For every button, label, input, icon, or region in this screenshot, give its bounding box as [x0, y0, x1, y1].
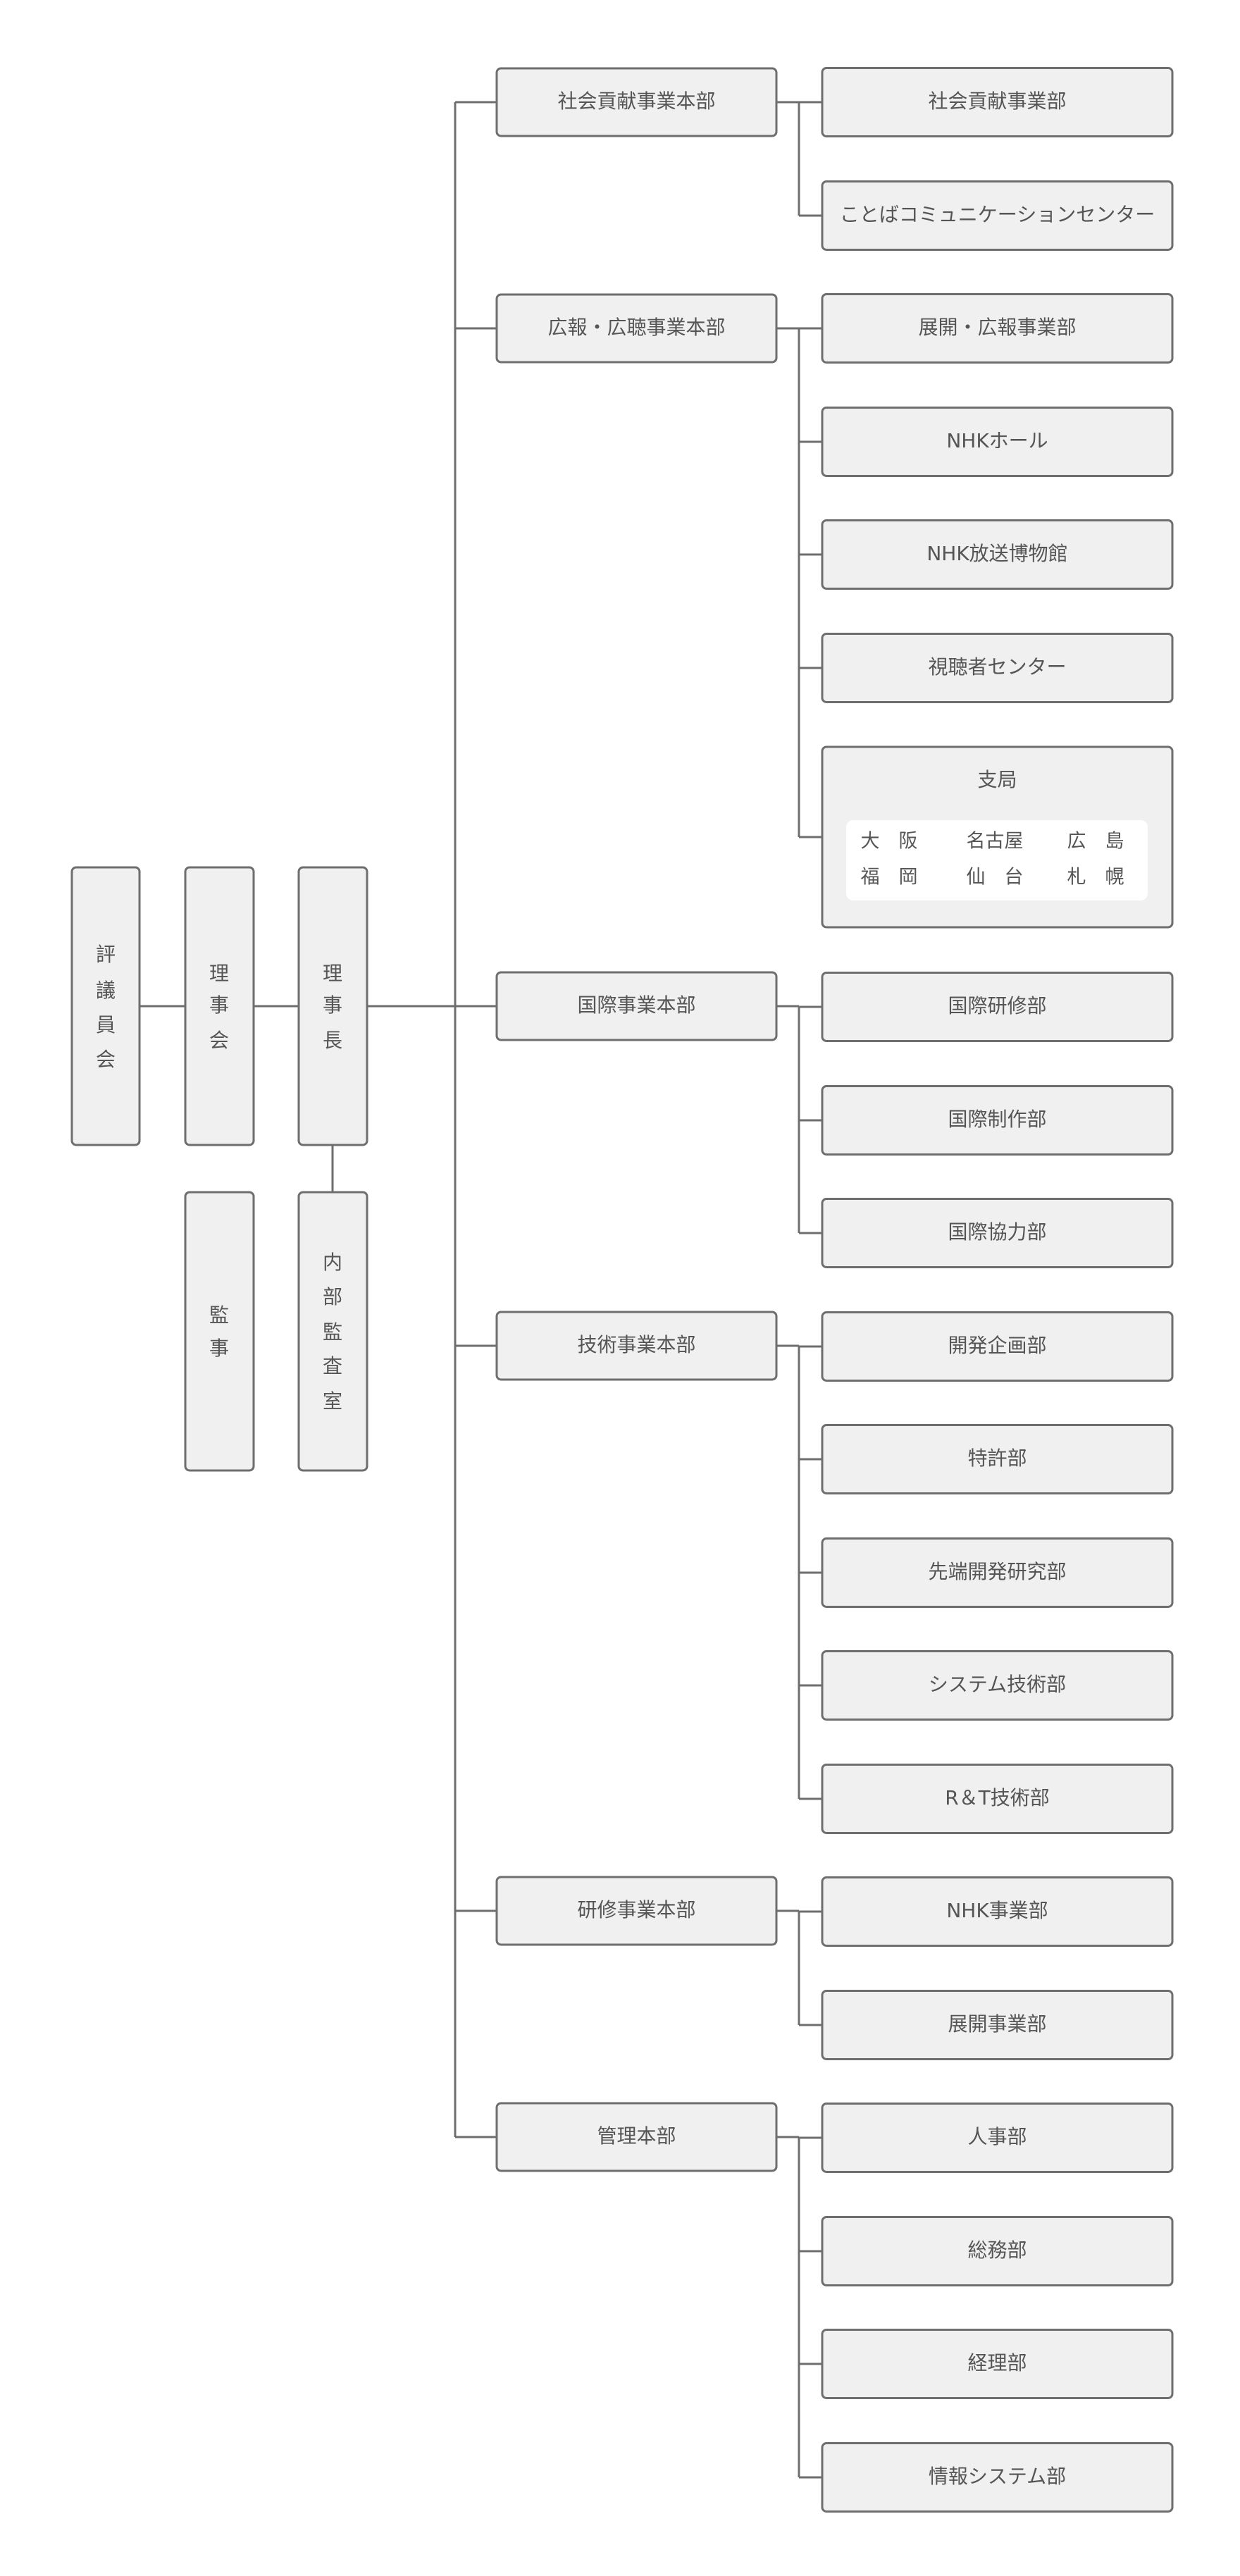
dept-label: 情報システム部 — [929, 2465, 1066, 2488]
division-box — [495, 1311, 778, 1381]
dept-label: 国際研修部 — [948, 994, 1046, 1017]
auditor-box — [184, 1191, 255, 1472]
dept-box — [821, 2103, 1174, 2173]
internal-audit-box — [297, 1191, 368, 1472]
dept-box — [821, 1876, 1174, 1947]
division-label: 技術事業本部 — [577, 1333, 695, 1356]
dept-box — [821, 1311, 1174, 1382]
dept-label: 展開・広報事業部 — [918, 316, 1076, 339]
dept-label: 国際協力部 — [948, 1220, 1046, 1244]
council-label: 評議員会 — [96, 943, 116, 1071]
dept-box — [821, 519, 1174, 590]
dept-label: 人事部 — [967, 2125, 1027, 2148]
dept-box — [821, 407, 1174, 477]
branch-office-label: 名古屋 — [967, 831, 1024, 853]
division-label: 社会貢献事業本部 — [557, 89, 715, 113]
division-label: 管理本部 — [597, 2124, 676, 2148]
branch-list-panel — [846, 820, 1148, 900]
chairman-label: 理事長 — [323, 962, 342, 1052]
dept-label: 国際制作部 — [948, 1108, 1046, 1131]
dept-box — [821, 1198, 1174, 1268]
dept-box — [821, 2442, 1174, 2513]
dept-label: 社会貢献事業部 — [928, 89, 1066, 113]
division-box — [495, 1876, 778, 1946]
dept-box — [821, 1650, 1174, 1721]
dept-box — [821, 633, 1174, 703]
dept-box — [821, 1085, 1174, 1156]
branch-office-label: 札 幌 — [1067, 867, 1124, 888]
branch-office-label: 福 岡 — [861, 867, 918, 888]
division-label: 国際事業本部 — [577, 993, 695, 1017]
dept-label: 先端開発研究部 — [928, 1560, 1066, 1583]
dept-box — [821, 2329, 1174, 2399]
dept-label: 特許部 — [967, 1447, 1027, 1470]
branch-office-label: 大 阪 — [861, 831, 918, 853]
branch-office-label: 広 島 — [1067, 831, 1124, 853]
dept-label: 経理部 — [967, 2351, 1027, 2374]
dept-box — [821, 972, 1174, 1042]
dept-label: システム技術部 — [929, 1673, 1066, 1696]
dept-box — [821, 2216, 1174, 2286]
division-box — [495, 2102, 778, 2172]
dept-label: NHK事業部 — [946, 1899, 1048, 1922]
dept-label: NHK放送博物館 — [926, 542, 1067, 565]
dept-box — [821, 1537, 1174, 1608]
auditor-label: 監事 — [209, 1304, 229, 1360]
dept-box — [821, 67, 1174, 137]
dept-box — [821, 1990, 1174, 2060]
division-box — [495, 971, 778, 1041]
dept-label: 展開事業部 — [948, 2012, 1046, 2036]
dept-label: 総務部 — [967, 2238, 1027, 2262]
dept-label: 視聴者センター — [928, 655, 1066, 679]
dept-box — [821, 180, 1174, 251]
division-box — [495, 293, 778, 364]
division-label: 研修事業本部 — [577, 1898, 695, 1921]
board-box — [184, 866, 255, 1146]
internal-audit-label: 内部監査室 — [323, 1251, 342, 1413]
board-label: 理事会 — [209, 962, 229, 1052]
dept-box — [821, 293, 1174, 364]
division-box — [495, 67, 778, 137]
dept-label: R＆T技術部 — [945, 1786, 1050, 1809]
division-label: 広報・広聴事業本部 — [547, 316, 725, 339]
connector-lines — [140, 101, 822, 2479]
council-box — [70, 866, 141, 1146]
dept-label: 開発企画部 — [948, 1334, 1046, 1357]
chairman-box — [297, 866, 368, 1146]
dept-label: NHKホール — [946, 429, 1048, 452]
dept-box — [821, 1764, 1174, 1834]
dept-label: 支局 — [977, 768, 1017, 791]
dept-label: ことばコミュニケーションセンター — [840, 203, 1155, 226]
dept-box — [821, 1424, 1174, 1494]
branch-office-label: 仙 台 — [967, 867, 1024, 888]
